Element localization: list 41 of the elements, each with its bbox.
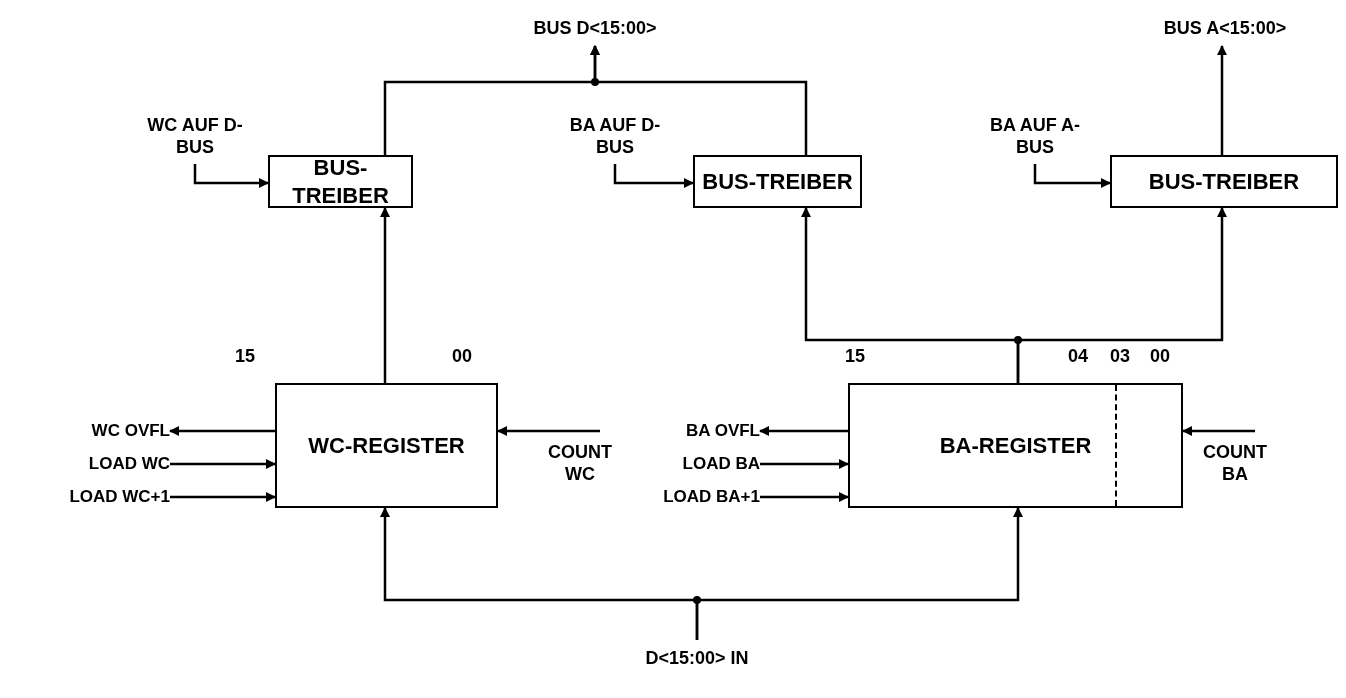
signal-label: WC OVFL — [20, 418, 170, 444]
signal-label: COUNT WC — [540, 438, 620, 488]
arrow — [380, 207, 390, 383]
bit-number: 00 — [1150, 345, 1171, 368]
arrow — [1033, 164, 1111, 188]
signal-label: LOAD WC — [20, 451, 170, 477]
signal-label: BUS D<15:00> — [500, 10, 690, 46]
signal-label: LOAD BA — [640, 451, 760, 477]
signal-label: LOAD WC+1 — [20, 484, 170, 510]
arrow — [759, 426, 848, 436]
signal-label: BA OVFL — [640, 418, 760, 444]
register-box: BA-REGISTER — [848, 383, 1183, 508]
arrow — [760, 459, 849, 469]
arrow — [1016, 207, 1227, 383]
arrow — [1217, 45, 1227, 155]
register-box: BUS-TREIBER — [1110, 155, 1338, 208]
arrow — [497, 426, 602, 436]
arrow — [1182, 426, 1257, 436]
signal-label: BUS A<15:00> — [1125, 10, 1325, 46]
bit-number: 15 — [845, 345, 866, 368]
register-box: BUS-TREIBER — [268, 155, 413, 208]
arrow — [760, 492, 849, 502]
register-box: BUS-TREIBER — [693, 155, 862, 208]
signal-label: BA AUF A-BUS — [985, 108, 1085, 164]
bit-number: 03 — [1110, 345, 1131, 368]
arrow — [695, 507, 1023, 640]
arrow — [193, 164, 269, 188]
arrow — [590, 45, 808, 155]
register-box: WC-REGISTER — [275, 383, 498, 508]
bit-number: 15 — [235, 345, 256, 368]
arrow — [170, 459, 276, 469]
bit-number: 04 — [1068, 345, 1089, 368]
signal-label: WC AUF D-BUS — [145, 108, 245, 164]
signal-label: D<15:00> IN — [597, 640, 797, 676]
signal-label: COUNT BA — [1195, 438, 1275, 488]
arrow — [169, 426, 275, 436]
signal-label: BA AUF D-BUS — [565, 108, 665, 164]
arrow — [613, 164, 694, 188]
arrow — [170, 492, 276, 502]
bit-number: 00 — [452, 345, 473, 368]
signal-label: LOAD BA+1 — [640, 484, 760, 510]
